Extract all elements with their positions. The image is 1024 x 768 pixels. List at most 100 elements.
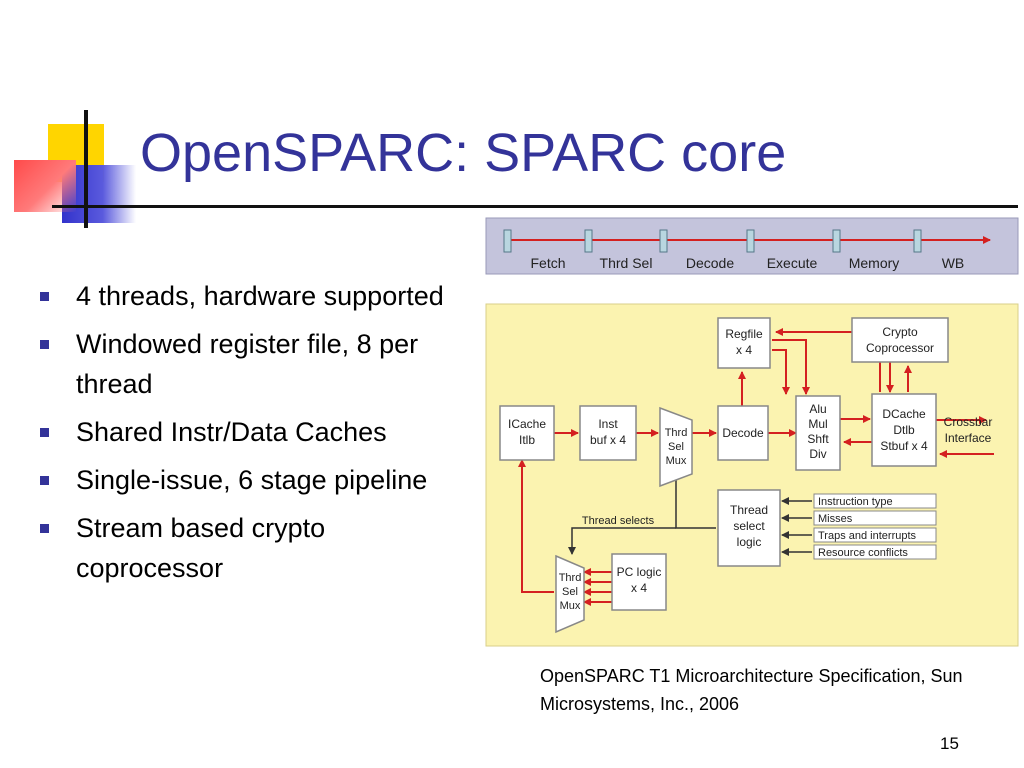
decode-label: Decode: [722, 426, 764, 440]
pipeline-stage-label: Thrd Sel: [600, 255, 653, 271]
pipeline-stage-label: WB: [942, 255, 965, 271]
instbuf-label: buf x 4: [590, 433, 626, 447]
control-arrows: [568, 467, 812, 556]
pipeline-stage-label: Decode: [686, 255, 734, 271]
thrd-sel-mux-top-shape: [659, 406, 693, 488]
bullet-list: 4 threads, hardware supported Windowed r…: [34, 276, 474, 596]
thrd-sel-mux-bottom-label: Sel: [562, 586, 578, 598]
citation-text: OpenSPARC T1 Microarchitecture Specifica…: [540, 666, 963, 714]
instbuf-label: Inst: [598, 417, 618, 431]
thrd-sel-mux-bottom: Thrd Sel Mux: [555, 554, 585, 634]
bullet-text: Stream based crypto coprocessor: [76, 513, 326, 583]
thread-select-inputs: Instruction type Misses Traps and interr…: [813, 493, 937, 560]
bullet-square-icon: [40, 340, 49, 349]
alu-box: [795, 395, 841, 471]
thread-select-logic-label: Thread: [730, 503, 768, 517]
alu-label: Div: [809, 447, 826, 461]
bullet-square-icon: [40, 428, 49, 437]
arrow-mux-to-icache: [518, 459, 554, 593]
bullet-item: Single-issue, 6 stage pipeline: [34, 460, 474, 500]
sparc-core-diagram: Fetch Thrd Sel Decode Execute Memory WB: [485, 217, 1019, 647]
input-label: Misses: [818, 513, 853, 525]
logo-vertical-line: [84, 110, 88, 228]
input-box: [813, 510, 937, 526]
thread-select-logic-label: logic: [737, 535, 762, 549]
bullet-item: 4 threads, hardware supported: [34, 276, 474, 316]
crossbar-label-group: Crossbar Interface: [944, 415, 993, 445]
regfile-label: x 4: [736, 343, 752, 357]
bullet-text: Shared Instr/Data Caches: [76, 417, 387, 447]
input-label: Instruction type: [818, 496, 893, 508]
thread-select-logic-box: [717, 489, 781, 567]
crypto-label: Coprocessor: [866, 341, 934, 355]
regfile-box: [717, 317, 771, 369]
dcache-label: DCache: [882, 407, 926, 421]
thread-selects-label: Thread selects: [582, 515, 655, 527]
bullet-item: Windowed register file, 8 per thread: [34, 324, 474, 404]
crypto-label: Crypto: [882, 325, 918, 339]
thrd-sel-mux-bottom-shape: [555, 554, 585, 634]
thread-select-logic-block: Thread select logic: [717, 489, 781, 567]
pipeline-background: [485, 217, 1019, 275]
bullet-square-icon: [40, 292, 49, 301]
input-label: Resource conflicts: [818, 547, 908, 559]
alu-block: Alu Mul Shft Div: [795, 395, 841, 471]
pipeline-register: [503, 229, 512, 253]
dcache-box: [871, 393, 937, 467]
dcache-block: DCache Dtlb Stbuf x 4: [871, 393, 937, 467]
core-diagram: ICache Itlb Inst buf x 4 Thrd Sel Mux De…: [485, 303, 1019, 647]
regfile-label: Regfile: [725, 327, 763, 341]
logo-red-square: [14, 160, 76, 212]
icache-box: [499, 405, 555, 461]
pc-logic-box: [611, 553, 667, 611]
alu-label: Alu: [809, 402, 826, 416]
pipeline-register: [913, 229, 922, 253]
alu-label: Mul: [808, 417, 827, 431]
thrd-sel-mux-top: Thrd Sel Mux: [659, 406, 693, 488]
input-box: [813, 527, 937, 543]
pipeline-register: [659, 229, 668, 253]
slide-title: OpenSPARC: SPARC core: [140, 123, 787, 183]
pipeline-register: [832, 229, 841, 253]
thrd-sel-mux-top-label: Sel: [668, 441, 684, 453]
arrow-regfile-to-alu-2: [772, 349, 790, 395]
thrd-sel-mux-top-label: Thrd: [665, 427, 688, 439]
input-box: [813, 493, 937, 509]
input-box: [813, 544, 937, 560]
thrd-sel-mux-bottom-label: Thrd: [559, 572, 582, 584]
regfile-block: Regfile x 4: [717, 317, 771, 369]
pc-logic-block: PC logic x 4: [611, 553, 667, 611]
arrow-regfile-to-alu: [772, 339, 810, 395]
pc-logic-label: x 4: [631, 581, 647, 595]
crossbar-label: Interface: [945, 431, 992, 445]
dcache-label: Dtlb: [893, 423, 915, 437]
bullet-item: Shared Instr/Data Caches: [34, 412, 474, 452]
pipeline-stage-label: Memory: [849, 255, 900, 271]
crypto-block: Crypto Coprocessor: [851, 317, 949, 363]
bullet-square-icon: [40, 524, 49, 533]
bullet-text: Windowed register file, 8 per thread: [76, 329, 419, 399]
pc-logic-label: PC logic: [617, 565, 662, 579]
pipeline-register: [584, 229, 593, 253]
bullet-item: Stream based crypto coprocessor: [34, 508, 474, 588]
decode-box: [717, 405, 769, 461]
bullet-text: 4 threads, hardware supported: [76, 281, 444, 311]
decode-block: Decode: [717, 405, 769, 461]
bullet-square-icon: [40, 476, 49, 485]
instbuf-box: [579, 405, 637, 461]
pipeline-stage-label: Fetch: [530, 255, 565, 271]
pipeline-register: [746, 229, 755, 253]
instbuf-block: Inst buf x 4: [579, 405, 637, 461]
dcache-label: Stbuf x 4: [880, 439, 928, 453]
alu-label: Shft: [807, 432, 829, 446]
crossbar-label: Crossbar: [944, 415, 993, 429]
bullet-text: Single-issue, 6 stage pipeline: [76, 465, 428, 495]
page-number: 15: [940, 734, 959, 753]
thrd-sel-mux-bottom-label: Mux: [560, 600, 581, 612]
title-underline: [52, 205, 1018, 208]
arrow-thread-selects-to-mux-bottom: [568, 527, 676, 555]
icache-block: ICache Itlb: [499, 405, 555, 461]
input-label: Traps and interrupts: [818, 530, 917, 542]
thrd-sel-mux-top-label: Mux: [666, 455, 687, 467]
